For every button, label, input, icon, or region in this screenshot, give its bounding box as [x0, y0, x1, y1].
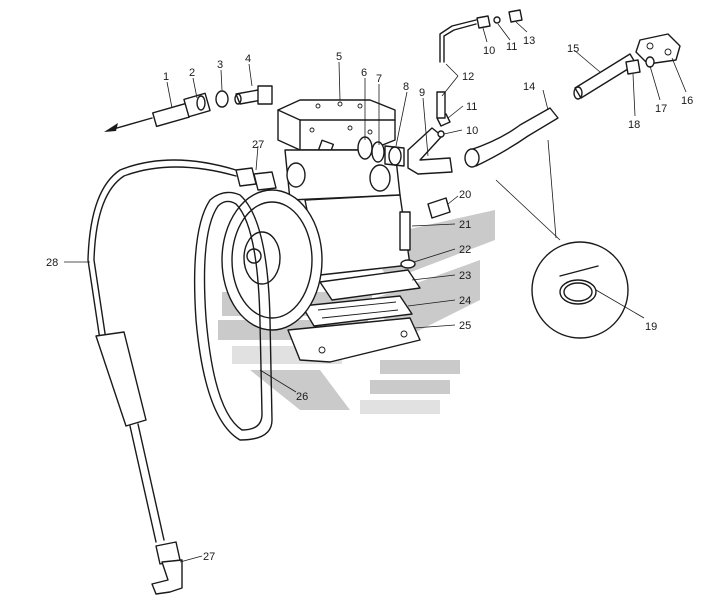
- part-13-fitting: [508, 9, 523, 23]
- callout-4: 4: [245, 53, 251, 65]
- callout-23: 23: [459, 270, 471, 282]
- part-6-ring: [357, 136, 373, 160]
- callout-21: 21: [459, 219, 471, 231]
- pulley: [221, 189, 323, 331]
- part-11-washer-upper: [493, 16, 501, 24]
- callout-22: 22: [459, 244, 471, 256]
- part-8-union: [384, 145, 405, 167]
- callout-28: 28: [46, 257, 58, 269]
- callout-16: 16: [681, 95, 693, 107]
- leader-lines: [64, 21, 687, 563]
- part-12-tube: [436, 19, 477, 119]
- part-4-elbow-fitting: [234, 85, 273, 105]
- callout-13: 13: [523, 35, 535, 47]
- part-25-gasket: [287, 317, 421, 363]
- part-7-ring: [371, 141, 385, 163]
- callout-24: 24: [459, 295, 471, 307]
- callout-27-lower: 27: [203, 551, 215, 563]
- callout-12: 12: [462, 71, 474, 83]
- callout-1: 1: [163, 71, 169, 83]
- callout-18: 18: [628, 119, 640, 131]
- callout-6: 6: [361, 67, 367, 79]
- part-16-flange: [635, 33, 681, 65]
- part-10-nut-upper: [476, 15, 491, 29]
- part-24-gasket: [301, 295, 413, 327]
- part-23-gasket: [319, 269, 421, 301]
- part-1-pipe-fitting: [152, 102, 190, 128]
- callout-27-upper: 27: [252, 139, 264, 151]
- callout-26: 26: [296, 391, 308, 403]
- part-14-hose: [464, 107, 559, 168]
- compressor-body: [284, 149, 411, 276]
- direction-arrow: [104, 117, 153, 132]
- part-18-bolt: [625, 59, 641, 75]
- part-27-elbow-lower: [151, 541, 183, 595]
- part-17-washer: [645, 56, 655, 68]
- callout-2: 2: [189, 67, 195, 79]
- callout-25: 25: [459, 320, 471, 332]
- part-22-washer: [400, 259, 416, 269]
- callout-5: 5: [336, 51, 342, 63]
- callout-8: 8: [403, 81, 409, 93]
- callout-11-lower: 11: [466, 101, 477, 113]
- callout-17: 17: [655, 103, 667, 115]
- callout-14: 14: [523, 81, 535, 93]
- callout-19: 19: [645, 321, 657, 333]
- part-26-v-belt: [193, 191, 273, 441]
- callout-10-upper: 10: [483, 45, 495, 57]
- part-20-elbow: [427, 197, 451, 219]
- callouts: 1 2 3 4 5 6 7 8 9 10 10 11 11 12 13 14 1…: [46, 35, 693, 563]
- callout-7: 7: [376, 73, 382, 85]
- part-15-pipe: [573, 53, 637, 100]
- callout-20: 20: [459, 189, 471, 201]
- part-2-nut: [183, 92, 211, 118]
- callout-11-upper: 11: [506, 41, 517, 53]
- part-28-pipe: [87, 159, 237, 543]
- part-3-washer: [215, 90, 229, 108]
- callout-3: 3: [217, 59, 223, 71]
- part-27-elbow-upper: [235, 167, 277, 191]
- part-21-bolt: [399, 211, 411, 251]
- part-19-clamp-detail: [495, 139, 629, 339]
- callout-10-lower: 10: [466, 125, 478, 137]
- part-10-washer-lower: [437, 130, 445, 138]
- part-9-tee-fitting: [407, 127, 453, 175]
- callout-15: 15: [567, 43, 579, 55]
- callout-9: 9: [419, 87, 425, 99]
